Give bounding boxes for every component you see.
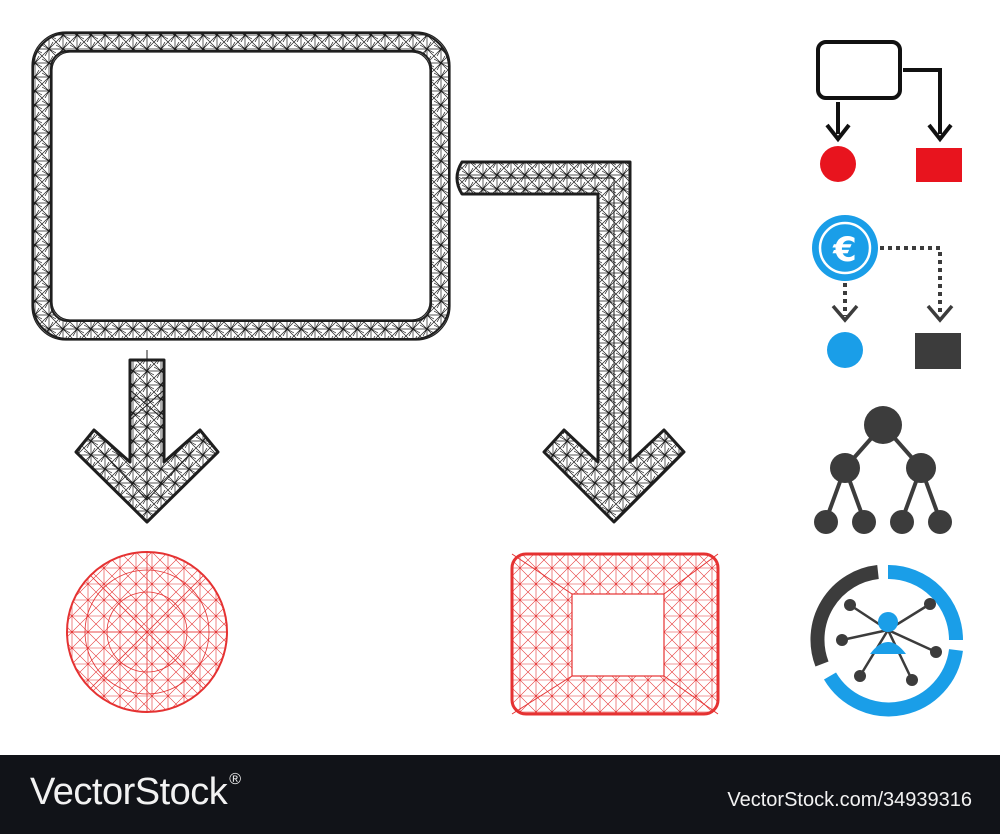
euro-flowchart-icon: € (812, 215, 961, 369)
trademark-symbol: ® (229, 771, 241, 788)
mesh-down-arrow-left (74, 350, 220, 524)
footer-bar: VectorStock® VectorStock.com/34939316 (0, 755, 1000, 834)
brand-logo: VectorStock® (30, 771, 241, 814)
brand-name: VectorStock (30, 771, 228, 813)
mesh-red-circle (66, 551, 228, 713)
artwork-area: € (31, 31, 963, 717)
mesh-red-rectangle (510, 552, 720, 716)
mesh-rectangle-shape (31, 31, 451, 341)
euro-symbol-icon: € (832, 230, 857, 270)
mesh-elbow-arrow-right (455, 160, 686, 524)
user-network-diagram-icon (810, 565, 963, 717)
hierarchy-tree-icon (814, 406, 952, 534)
image-url-text: VectorStock.com/34939316 (727, 789, 972, 811)
flowchart-icon (816, 40, 962, 182)
